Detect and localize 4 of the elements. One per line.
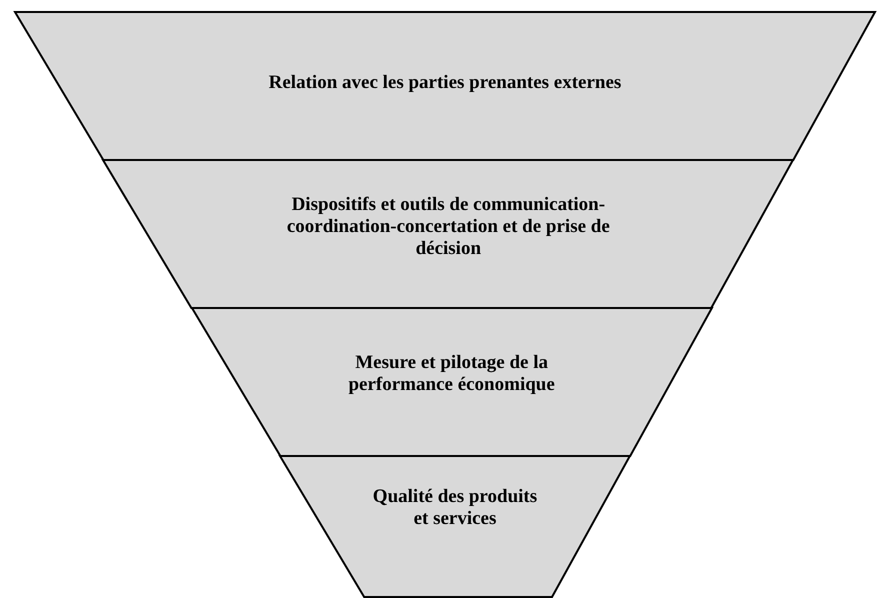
band-label: Relation avec les parties prenantes externes — [268, 72, 622, 94]
band-label: Mesure et pilotage de la performance économique — [347, 352, 556, 396]
band-label: Dispositifs et outils de communication-coordination-concertation et de prise de décision — [286, 194, 611, 260]
band-label: Qualité des produits et services — [372, 486, 538, 530]
